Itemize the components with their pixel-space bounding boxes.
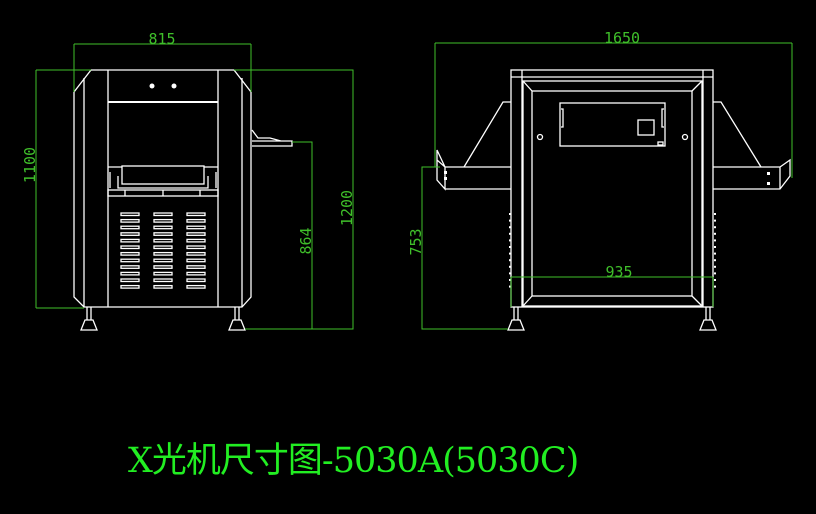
vent-slot xyxy=(186,245,206,250)
vent-slot xyxy=(153,218,173,223)
vent-slot xyxy=(714,259,716,262)
vent-slot xyxy=(153,251,173,256)
dim-conveyor-753: 753 xyxy=(407,228,425,255)
conveyor-right xyxy=(713,158,791,190)
vent-slot xyxy=(120,271,140,276)
vent-slot xyxy=(186,278,206,283)
vent-slot xyxy=(153,284,173,289)
foot xyxy=(228,307,246,331)
dim-width-935: 935 xyxy=(605,263,632,281)
vent-slot xyxy=(186,251,206,256)
vent-slot xyxy=(509,265,511,268)
vent-slot xyxy=(153,265,173,269)
indicator-light-icon xyxy=(149,83,155,89)
display-window xyxy=(637,119,655,136)
vent-slot xyxy=(186,232,206,236)
control-panel xyxy=(559,102,666,147)
vent-slot xyxy=(714,252,716,255)
vent-slot xyxy=(120,225,140,230)
vent-slot xyxy=(509,226,511,229)
vent-slot xyxy=(714,232,716,235)
conveyor-left xyxy=(436,149,511,191)
vent-slot xyxy=(509,246,511,248)
vent-slot xyxy=(186,218,206,223)
side-view-dimensions xyxy=(421,42,793,330)
conveyor-tray xyxy=(251,129,293,147)
vent-slot xyxy=(120,212,140,217)
vent-slot xyxy=(186,284,206,289)
front-view-machine xyxy=(73,69,293,331)
vent-slot xyxy=(509,232,511,235)
vent-slot xyxy=(186,265,206,269)
vent-slot xyxy=(509,252,511,255)
vent-slot xyxy=(153,245,173,250)
vent-slot xyxy=(714,226,716,229)
drawing-title: X光机尺寸图-5030A(5030C) xyxy=(128,441,579,481)
vent-slot xyxy=(153,212,173,217)
vent-slot xyxy=(714,285,716,288)
vent-slot xyxy=(509,239,511,242)
vent-slot xyxy=(714,272,716,275)
vent-slot xyxy=(509,279,511,281)
vent-slot xyxy=(120,232,140,236)
vent-slot xyxy=(509,213,511,215)
vent-slot xyxy=(153,225,173,230)
vent-slot xyxy=(186,271,206,276)
foot xyxy=(80,307,98,331)
vent-slot xyxy=(714,265,716,268)
vent-slot xyxy=(153,232,173,236)
vent-slot xyxy=(153,258,173,263)
vent-slot xyxy=(120,278,140,283)
vent-grille xyxy=(120,212,206,289)
vent-slot xyxy=(120,238,140,243)
indicator-light-icon xyxy=(171,83,177,89)
vent-slot xyxy=(714,219,716,222)
vent-slot xyxy=(509,285,511,288)
vent-slot xyxy=(153,271,173,276)
vent-slot xyxy=(120,258,140,263)
foot xyxy=(507,307,525,331)
dim-height-1100: 1100 xyxy=(21,147,39,183)
vent-slot xyxy=(509,272,511,275)
vent-slot xyxy=(186,238,206,243)
vent-slot xyxy=(714,239,716,242)
vent-slot xyxy=(186,225,206,230)
vent-slot xyxy=(153,238,173,243)
vent-slot xyxy=(120,218,140,223)
vent-slot xyxy=(120,265,140,269)
front-view-dimensions xyxy=(35,43,354,330)
dim-conveyor-864: 864 xyxy=(297,227,315,254)
vent-slot xyxy=(186,212,206,217)
foot xyxy=(699,307,717,331)
vent-slot xyxy=(509,219,511,222)
vent-slot xyxy=(714,213,716,215)
vent-slot xyxy=(120,284,140,289)
side-view-machine xyxy=(436,69,791,331)
vent-slot xyxy=(120,245,140,250)
vent-slot xyxy=(714,246,716,248)
side-vents xyxy=(509,213,716,288)
vent-slot xyxy=(509,259,511,262)
dim-height-1200: 1200 xyxy=(338,190,356,226)
vent-slot xyxy=(120,251,140,256)
vent-slot xyxy=(153,278,173,283)
vent-slot xyxy=(714,279,716,281)
vent-slot xyxy=(186,258,206,263)
dim-length-1650: 1650 xyxy=(604,29,640,47)
dim-width-815: 815 xyxy=(148,30,175,48)
